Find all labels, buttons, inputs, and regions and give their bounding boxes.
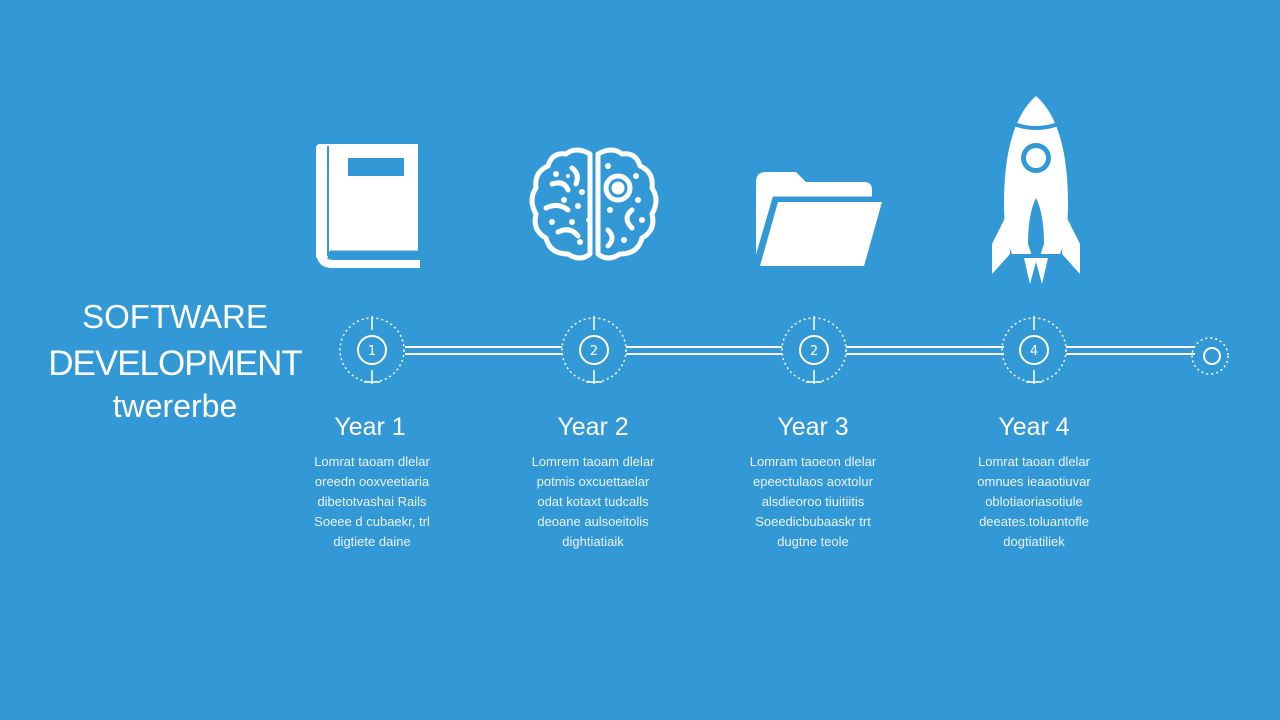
node-number: 1: [368, 344, 376, 359]
description-line: dibetotvashai Rails: [317, 494, 427, 509]
timeline-node: 2: [561, 316, 627, 384]
description-line: dugtne teole: [777, 534, 849, 549]
year-label-4: Year 4: [998, 413, 1070, 441]
title-line-1: SOFTWARE: [82, 298, 268, 335]
description-line: alsdieoroo tiuitiitis: [761, 494, 865, 509]
folder-icon: [754, 172, 882, 266]
node-number: 4: [1030, 344, 1038, 359]
timeline-node: 2: [781, 316, 847, 384]
year-label-3: Year 3: [777, 413, 849, 441]
description-line: deeates.toluantofle: [979, 514, 1089, 529]
year-description-4: Lomrat taoan dlelar omnues ieaaotiuvar o…: [934, 452, 1134, 552]
description-line: digtiete daine: [333, 534, 411, 549]
brain-icon: [529, 147, 659, 261]
diagram-title: SOFTWARE DEVELOPMENT twererbe: [30, 300, 320, 422]
title-line-3: twererbe: [112, 388, 238, 424]
description-line: oreedn ooxveetiaria: [314, 474, 430, 489]
description-line: oblotiaoriasotiule: [985, 494, 1083, 509]
description-line: Lomrem taoam dlelar: [531, 454, 655, 469]
timeline-rail: [405, 346, 1195, 355]
timeline-node: 4: [1001, 316, 1067, 384]
node-number: 2: [810, 344, 818, 359]
year-label-2: Year 2: [557, 413, 629, 441]
description-line: odat kotaxt tudcalls: [537, 494, 649, 509]
rocket-icon: [992, 96, 1080, 284]
description-line: Lomram taoeon dlelar: [749, 454, 877, 469]
year-description-1: Lomrat taoam dlelar oreedn ooxveetiaria …: [272, 452, 472, 552]
year-description-2: Lomrem taoam dlelar potmis oxcuettaelar …: [493, 452, 693, 552]
timeline-node: 1: [339, 316, 405, 384]
node-number: 2: [590, 344, 598, 359]
description-line: Lomrat taoam dlelar: [314, 454, 430, 469]
description-line: deoane aulsoeitolis: [537, 514, 649, 529]
title-line-2: DEVELOPMENT: [48, 344, 303, 383]
description-line: epeectulaos aoxtolur: [753, 474, 873, 489]
year-label-1: Year 1: [334, 413, 406, 441]
timeline-end-node: [1191, 337, 1229, 375]
book-icon: [316, 144, 420, 268]
description-line: dogtiatiliek: [1003, 534, 1065, 549]
description-line: Lomrat taoan dlelar: [977, 454, 1090, 469]
description-line: Soeee d cubaekr, trl: [314, 514, 430, 529]
description-line: Soeedicbubaaskr trt: [755, 514, 871, 529]
description-line: potmis oxcuettaelar: [536, 474, 650, 489]
description-line: omnues ieaaotiuvar: [977, 474, 1091, 489]
year-description-3: Lomram taoeon dlelar epeectulaos aoxtolu…: [713, 452, 913, 552]
description-line: dightiatiaik: [562, 534, 624, 549]
